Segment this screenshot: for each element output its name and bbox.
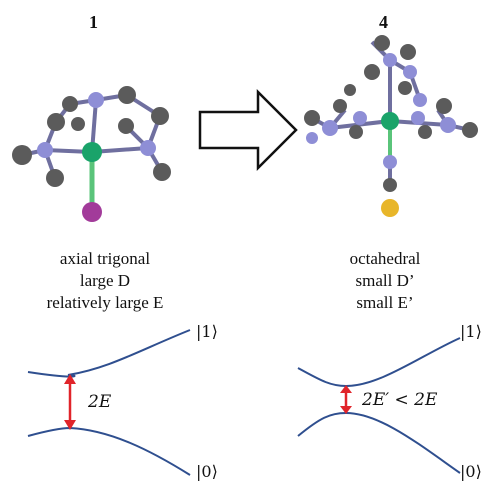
- left-upper-state: |1⟩: [196, 322, 218, 341]
- left-lower-curve: [27, 426, 191, 476]
- compound-1-label: 1: [89, 12, 98, 32]
- left-desc-geometry: axial trigonal: [59, 249, 151, 268]
- right-desc-e: small E’: [356, 293, 414, 312]
- left-lower-state: |0⟩: [196, 462, 218, 481]
- right-energy-diagram: [297, 337, 461, 474]
- right-description: octahedral small D’ small E’: [300, 248, 470, 314]
- compound-4-label: 4: [379, 12, 388, 32]
- right-desc-geometry: octahedral: [349, 249, 421, 268]
- transition-arrow-icon: [198, 88, 298, 172]
- right-gap-label: 2E′ < 2E: [362, 390, 438, 410]
- left-gap-label: 2E: [88, 392, 112, 412]
- right-upper-state: |1⟩: [460, 322, 482, 341]
- molecule-1-icon: [12, 86, 171, 222]
- left-desc-d: large D: [79, 271, 131, 290]
- right-lower-curve: [297, 411, 461, 474]
- right-upper-curve: [297, 337, 461, 388]
- right-desc-d: small D’: [355, 271, 415, 290]
- right-lower-state: |0⟩: [460, 462, 482, 481]
- molecule-4-icon: [304, 35, 478, 217]
- left-desc-e: relatively large E: [46, 293, 164, 312]
- left-upper-curve: [27, 329, 191, 378]
- left-energy-diagram: [27, 329, 191, 476]
- left-description: axial trigonal large D relatively large …: [15, 248, 195, 314]
